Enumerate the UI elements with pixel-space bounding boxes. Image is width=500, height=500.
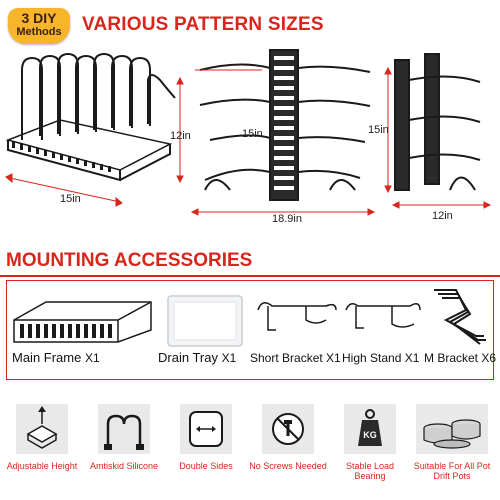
- vertical-tower-illustration: [199, 49, 371, 201]
- dim-c-width: 12in: [432, 210, 453, 222]
- double-sides-icon: [180, 404, 232, 454]
- feature-double-sides: Double Sides: [166, 392, 246, 500]
- m-bracket-illustration: [434, 289, 486, 345]
- mounting-accessories-title: MOUNTING ACCESSORIES: [6, 250, 253, 271]
- kg-weight-icon: KG: [344, 404, 396, 454]
- accessory-name: High Stand: [342, 351, 402, 365]
- antiskid-icon: [98, 404, 150, 454]
- pots-icon: [416, 404, 488, 454]
- feature-antiskid-silicone: Amtiskid Silicone: [84, 392, 164, 500]
- feature-label: Adjustable Height: [6, 461, 78, 471]
- tower-slots: [274, 56, 294, 190]
- accessory-main-frame: Main Frame X1: [12, 350, 100, 365]
- accessory-qty: X1: [326, 351, 341, 365]
- features-row: Adjustable Height Amtiskid Silicone Doub…: [0, 392, 500, 500]
- main-frame-slots: [20, 324, 112, 338]
- feature-label: Double Sides: [179, 461, 233, 471]
- accessory-name: M Bracket: [424, 351, 479, 365]
- accessory-qty: X1: [404, 351, 420, 365]
- rack-slots: [12, 142, 111, 172]
- feature-stable-load: KG Stable Load Bearing: [330, 392, 410, 500]
- section-divider: [0, 275, 500, 277]
- feature-label: Amtiskid Silicone: [89, 461, 159, 471]
- short-bracket-illustration: [257, 302, 337, 331]
- accessory-name: Short Bracket: [250, 351, 323, 365]
- accessories-frame: [6, 280, 494, 380]
- drain-tray-illustration: [167, 295, 243, 347]
- badge-line-2: Methods: [16, 26, 62, 38]
- accessory-qty: X6: [481, 351, 497, 365]
- no-screws-icon: [262, 404, 314, 454]
- dim-a-height: 12in: [170, 130, 191, 142]
- diy-methods-badge: 3 DIY Methods: [8, 8, 70, 44]
- accessory-name: Drain Tray: [158, 350, 218, 365]
- accessory-qty: X1: [84, 351, 100, 365]
- adjust-height-icon: [16, 404, 68, 454]
- horizontal-rack-illustration: [5, 52, 176, 182]
- dim-a-width: 15in: [60, 193, 81, 205]
- pattern-sizes-title: VARIOUS PATTERN SIZES: [82, 14, 324, 35]
- accessory-m-bracket: M Bracket X6: [424, 351, 496, 365]
- dim-b-width: 18.9in: [272, 213, 302, 225]
- feature-label: No Screws Needed: [249, 461, 327, 471]
- accessory-short-bracket: Short Bracket X1: [250, 351, 341, 365]
- feature-label: Suitable For All Pot Drift Pots: [413, 461, 491, 481]
- feature-label: Stable Load Bearing: [345, 461, 395, 481]
- feature-adjustable-height: Adjustable Height: [2, 392, 82, 500]
- feature-no-screws: No Screws Needed: [248, 392, 328, 500]
- accessories-illustrations: [13, 289, 486, 347]
- main-frame-illustration: [13, 301, 152, 343]
- accessory-high-stand: High Stand X1: [342, 351, 419, 365]
- accessory-qty: X1: [221, 351, 237, 365]
- dim-c-height: 15in: [368, 124, 389, 136]
- compact-tower-illustration: [394, 53, 481, 191]
- accessory-name: Main Frame: [12, 350, 82, 365]
- high-stand-illustration: [345, 303, 421, 329]
- kg-label: KG: [363, 430, 377, 440]
- dim-b-height: 15in: [242, 128, 263, 140]
- badge-line-1: 3 DIY: [21, 10, 57, 26]
- accessory-drain-tray: Drain Tray X1: [158, 350, 236, 365]
- product-configurations-illustration: [5, 49, 492, 216]
- feature-suitable-pots: Suitable For All Pot Drift Pots: [412, 392, 492, 500]
